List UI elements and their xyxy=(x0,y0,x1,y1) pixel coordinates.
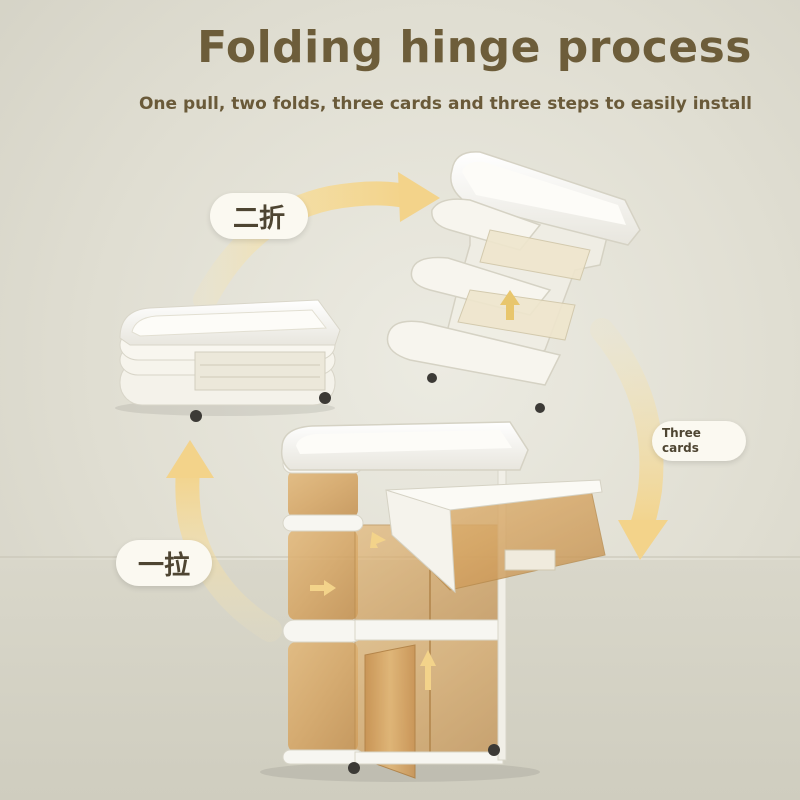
assembled-cart xyxy=(260,421,606,782)
curved-arrow-icon xyxy=(590,318,668,560)
step-fold-label: 二折 xyxy=(232,203,285,234)
step-cards-label: Three cards xyxy=(662,426,701,455)
curved-arrow-icon xyxy=(166,440,282,642)
folded-cart xyxy=(115,299,341,422)
step-pull-label: 一拉 xyxy=(137,550,190,581)
unfolding-cart xyxy=(386,151,641,413)
arrow-icon xyxy=(310,580,336,596)
arrow-icon xyxy=(370,532,386,548)
step-fold-badge: 二折 xyxy=(210,193,308,239)
page-title: Folding hinge process xyxy=(197,22,752,73)
step-cards-badge: Three cards xyxy=(652,421,746,461)
curved-arrow-icon xyxy=(193,172,440,312)
step-pull-badge: 一拉 xyxy=(116,540,212,586)
cycle-arrows xyxy=(166,172,668,642)
page-subtitle: One pull, two folds, three cards and thr… xyxy=(138,94,752,114)
arrow-icon xyxy=(420,650,436,690)
